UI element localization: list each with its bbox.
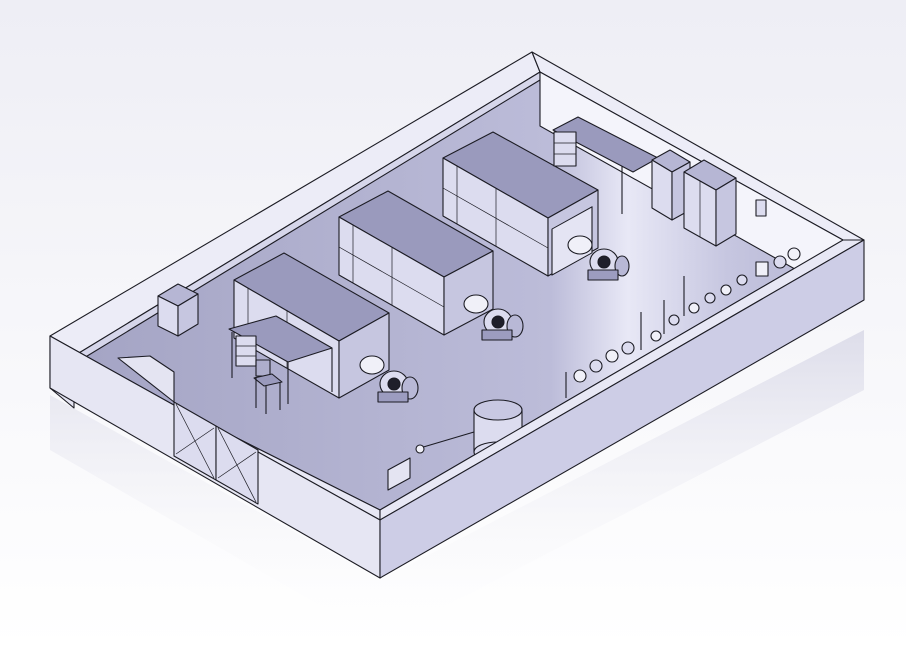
- double-door: [173, 401, 259, 505]
- ground-shadow: [50, 330, 864, 640]
- tall-cabinet: [683, 159, 737, 247]
- work-table: [228, 315, 333, 404]
- machine-unit-3: [442, 131, 630, 281]
- valve-equipment-row: [565, 199, 801, 398]
- wall-outer-front-right: [379, 239, 865, 579]
- machine-unit-2: [338, 190, 524, 341]
- small-cabinet-left: [157, 283, 199, 337]
- back-workbench: [552, 116, 659, 214]
- chair: [253, 359, 283, 414]
